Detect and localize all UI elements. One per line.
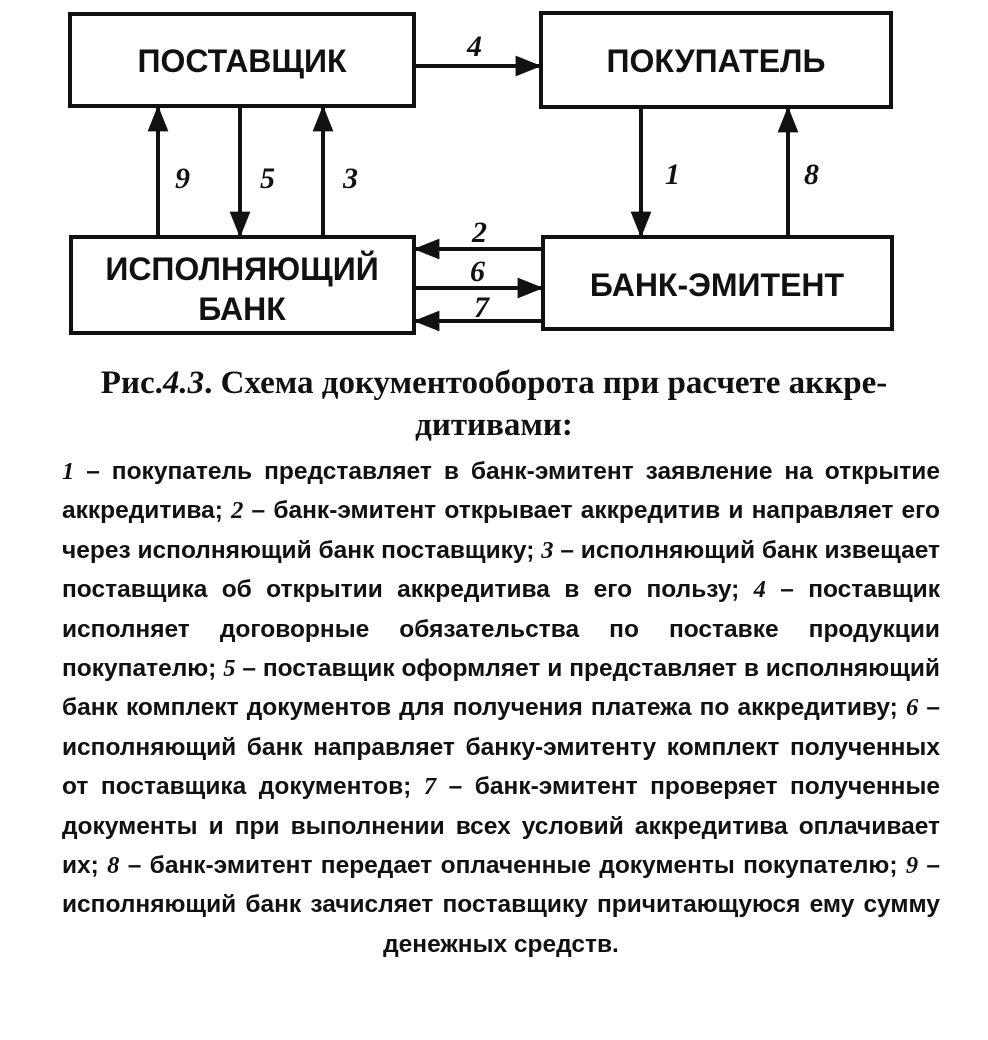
legend-item-number: 4	[753, 576, 766, 604]
legend-item-text: – исполняющий банк зачисляет поставщику …	[62, 852, 941, 958]
arrow-label-9: 9	[175, 162, 190, 195]
legend-item: 5 – поставщик оформляет и представляет в…	[62, 655, 940, 721]
arrow-label-5: 5	[260, 162, 275, 195]
legend-item-number: 7	[423, 773, 437, 801]
arrow-label-4: 4	[466, 30, 482, 63]
issuing-bank-box: БАНК-ЭМИТЕНТ	[541, 235, 894, 331]
legend-item: 1 – покупатель представляет в банк-эмите…	[62, 458, 940, 524]
legend-item-text: – поставщик оформляет и представляет в и…	[62, 655, 940, 722]
caption-line-2: дитивами:	[415, 407, 573, 443]
arrow-label-8: 8	[804, 158, 819, 191]
legend-item-number: 9	[905, 852, 919, 880]
figure-caption: Рис.4.3. Схема документооборота при расч…	[40, 362, 948, 446]
caption-line-1: Рис.4.3. Схема документооборота при расч…	[40, 362, 948, 404]
caption-title: . Схема документооборота при расчете акк…	[204, 365, 888, 401]
legend-item-number: 1	[62, 458, 75, 485]
legend-item: 2 – банк-эмитент открывает аккредитив и …	[62, 497, 940, 563]
legend-item-text: – исполняющий банк извещает поставщика о…	[62, 536, 941, 604]
caption-prefix: Рис.	[100, 365, 163, 401]
buyer-box: ПОКУПАТЕЛЬ	[539, 11, 893, 109]
supplier-box: ПОСТАВЩИК	[68, 12, 416, 108]
legend-item-number: 3	[541, 536, 554, 564]
legend-item: 4 – поставщик исполняет договорные обяза…	[62, 576, 940, 682]
supplier-label: ПОСТАВЩИК	[137, 43, 347, 79]
arrow-label-6: 6	[470, 255, 485, 288]
legend-item: 6 – исполняющий банк направляет банку-эм…	[62, 694, 940, 800]
buyer-label: ПОКУПАТЕЛЬ	[607, 43, 826, 79]
executing-bank-label-line1: ИСПОЛНЯЮЩИЙ	[105, 251, 378, 287]
legend-item-number: 5	[223, 655, 236, 683]
legend-item-number: 8	[107, 852, 120, 880]
arrow-label-7: 7	[474, 291, 490, 324]
figure-number: 4.3	[162, 365, 205, 401]
issuing-bank-label: БАНК-ЭМИТЕНТ	[590, 267, 845, 303]
legend-item-number: 2	[231, 497, 244, 525]
legend-item: 8 – банк-эмитент передает оплаченные док…	[107, 852, 906, 879]
arrow-label-2: 2	[471, 216, 487, 249]
legend-item-text: – банк-эмитент передает оплаченные докум…	[119, 852, 906, 880]
arrow-label-3: 3	[342, 162, 358, 195]
legend-item-text: – банк-эмитент проверяет полученные доку…	[62, 773, 941, 880]
legend-item-text: – поставщик исполняет договорные обязате…	[62, 576, 940, 683]
legend-item: 7 – банк-эмитент проверяет полученные до…	[62, 773, 940, 879]
figure-legend: 1 – покупатель представляет в банк-эмите…	[62, 452, 940, 964]
legend-item-text: – банк-эмитент открывает аккредитив и на…	[62, 497, 940, 564]
arrow-label-1: 1	[665, 158, 680, 191]
legend-item-text: – покупатель представляет в банк-эмитент…	[62, 458, 940, 525]
executing-bank-box: ИСПОЛНЯЮЩИЙ БАНК	[69, 235, 416, 335]
legend-item-number: 6	[905, 694, 919, 722]
legend-item: 3 – исполняющий банк извещает поставщика…	[62, 537, 940, 603]
legend-item: 9 – исполняющий банк зачисляет поставщик…	[62, 852, 940, 958]
document-flow-diagram: ПОСТАВЩИК ПОКУПАТЕЛЬ ИСПОЛНЯЮЩИЙ БАНК БА…	[68, 11, 894, 335]
legend-item-text: – исполняющий банк направляет банку-эмит…	[62, 694, 940, 801]
executing-bank-label-line2: БАНК	[198, 291, 286, 327]
